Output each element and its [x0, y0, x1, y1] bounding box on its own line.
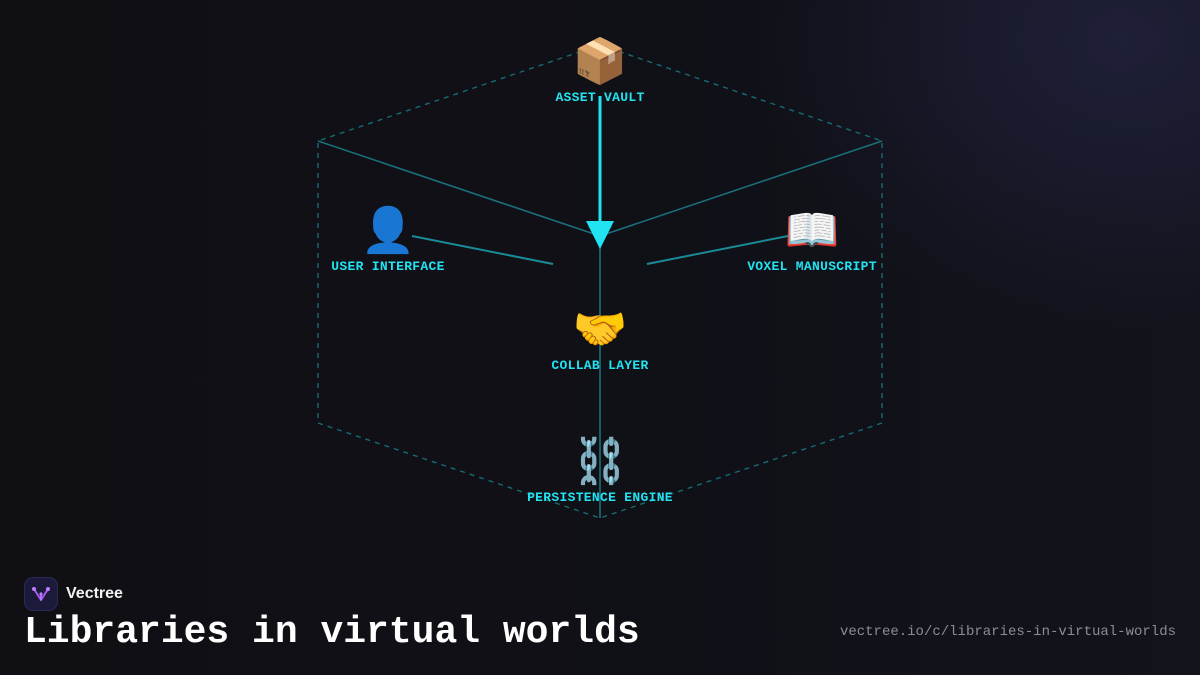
flow-arrow-head: [586, 221, 614, 249]
page-title: Libraries in virtual worlds: [24, 611, 640, 654]
node-label: ASSET VAULT: [555, 90, 645, 105]
package-icon: 📦: [572, 36, 628, 87]
edge-right-to-center: [599, 140, 883, 237]
node-voxel-manuscript[interactable]: 📖 VOXEL MANUSCRIPT: [747, 205, 877, 274]
brand-name: Vectree: [66, 585, 123, 602]
page-url[interactable]: vectree.io/c/libraries-in-virtual-worlds: [839, 624, 1176, 640]
connector-user-interface: [411, 235, 554, 265]
brand-logo-icon: [24, 577, 58, 611]
handshake-icon: 🤝: [572, 304, 628, 355]
node-label: VOXEL MANUSCRIPT: [747, 259, 877, 274]
node-label: COLLAB LAYER: [551, 358, 649, 373]
connector-voxel-manuscript: [646, 235, 789, 265]
chain-icon: ⛓️: [572, 436, 628, 487]
brand[interactable]: Vectree: [24, 577, 123, 611]
node-asset-vault[interactable]: 📦 ASSET VAULT: [555, 36, 644, 105]
user-icon: 👤: [360, 205, 416, 256]
node-collab-layer[interactable]: 🤝 COLLAB LAYER: [551, 304, 648, 373]
node-label: PERSISTENCE ENGINE: [527, 490, 673, 505]
edge-left-to-center: [317, 140, 601, 237]
node-user-interface[interactable]: 👤 USER INTERFACE: [331, 205, 444, 274]
book-icon: 📖: [784, 205, 840, 256]
node-label: USER INTERFACE: [331, 259, 445, 274]
node-persistence-engine[interactable]: ⛓️ PERSISTENCE ENGINE: [527, 436, 673, 505]
